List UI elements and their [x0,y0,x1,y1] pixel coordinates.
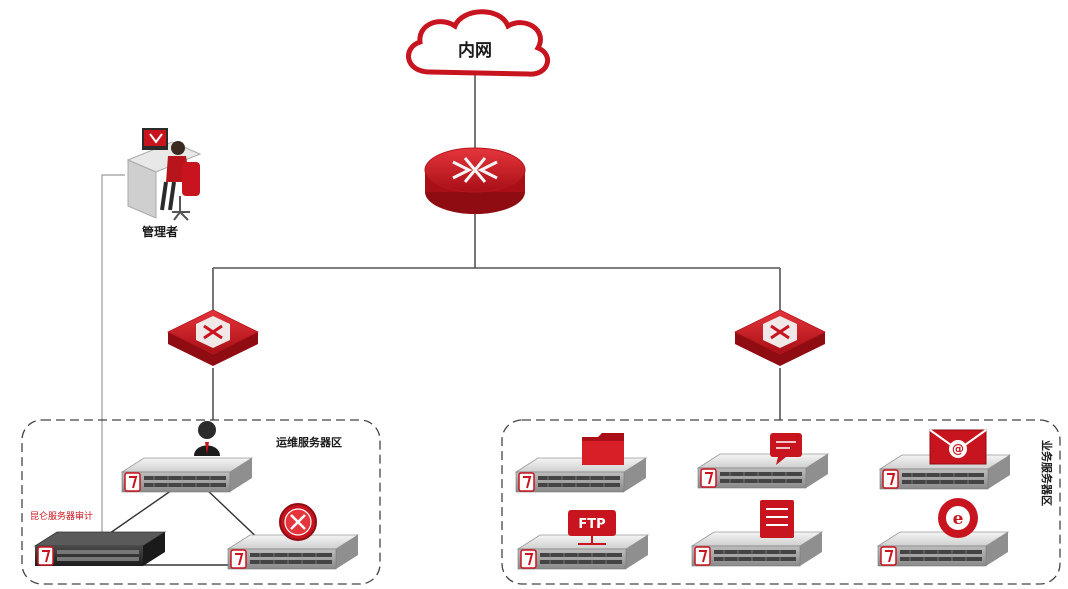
core-router [424,147,526,214]
business-zone-label: 业务服务器区 [1040,440,1054,506]
mail-icon: @ [929,429,987,465]
admin-person-icon [171,141,185,155]
database-icon [760,500,794,538]
ops-zone-label: 运维服务器区 [276,435,342,449]
svg-text:@: @ [952,442,964,456]
svg-text:e: e [953,509,964,529]
ftp-icon: FTP [568,510,616,545]
svg-text:FTP: FTP [578,517,605,532]
intranet-cloud: 内网 [406,9,551,77]
business-server-ftp [517,534,649,570]
audit-server-label: 昆仑服务器审计 [30,510,93,522]
cloud-label: 内网 [458,40,492,61]
folder-icon [582,433,624,465]
left-switch [166,308,260,368]
business-server-web [877,531,1009,567]
ops-zone-boundary [21,419,381,585]
business-server-folder [515,457,647,493]
audit-server [33,531,167,566]
chat-bubble-icon [770,433,802,465]
admin-label: 管理者 [142,224,178,239]
business-server-chat [697,453,829,489]
right-switch [733,308,827,368]
ops-server-top [121,457,253,493]
connection-lines [212,75,781,420]
user-icon [194,421,220,456]
ie-browser-icon: e [938,498,978,538]
admin-workstation [126,128,202,221]
business-zone-boundary [501,419,1061,585]
business-server-database [691,531,823,567]
admin-link-line [101,174,125,540]
tools-icon [279,503,317,541]
